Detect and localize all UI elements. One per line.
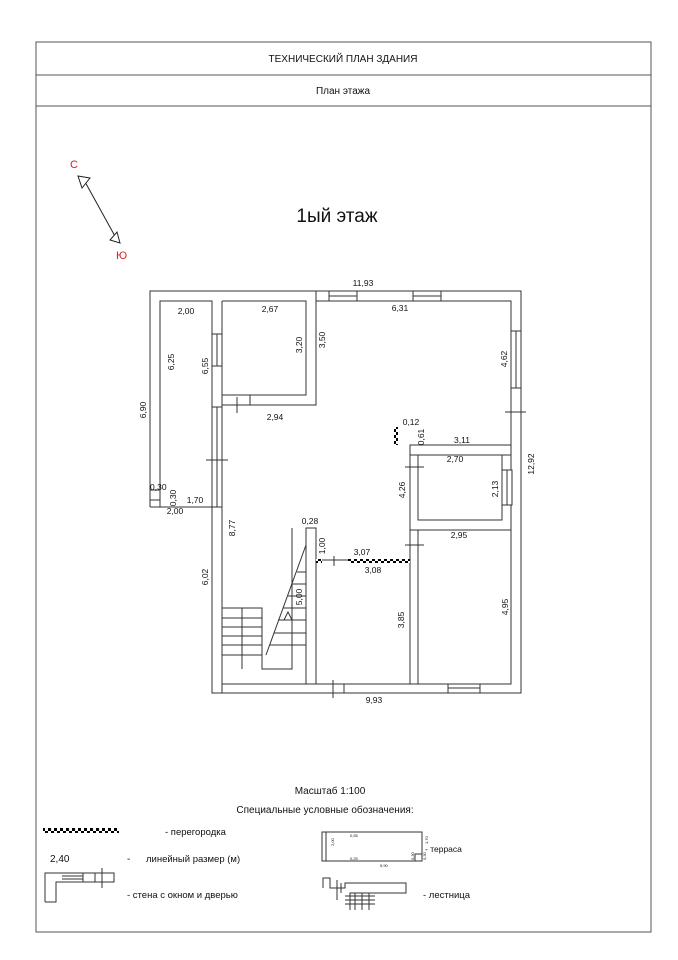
scale-label: Масштаб 1:100 — [295, 785, 366, 797]
stairs-sample-icon — [322, 877, 407, 910]
terrace-sample-corner1: 0,30 — [410, 851, 415, 860]
dim-hall-long: 8,77 — [227, 519, 237, 536]
compass-north-label: С — [70, 159, 78, 171]
dim-terrace-outer: 6,90 — [138, 401, 148, 418]
legend-title: Специальные условные обозначения: — [236, 804, 413, 816]
dim-terrace-width: 2,00 — [178, 306, 195, 316]
dim-room1-width: 2,67 — [262, 304, 279, 314]
header-subtitle: План этажа — [316, 86, 370, 97]
dim-stair-gap: 1,00 — [317, 537, 327, 554]
dim-total-top: 11,93 — [353, 278, 374, 288]
dim-stair-length: 5,00 — [294, 588, 304, 605]
partition-sample-icon — [43, 828, 119, 833]
legend-terrace-label: - терраса — [425, 844, 462, 854]
dim-big-room-width: 6,31 — [392, 303, 409, 313]
compass-icon: С Ю — [70, 159, 127, 262]
floor-plan: 11,93 2,00 6,25 6,90 2,67 3,20 6,55 2,94… — [138, 278, 536, 705]
dim-terrace-bottom: 1,70 — [187, 495, 204, 505]
dim-partition-height: 0,61 — [416, 428, 426, 445]
dim-big-room-bottom: 3,11 — [454, 435, 470, 445]
dim-room1-height: 3,20 — [294, 336, 304, 353]
terrace-sample-right: 1,70 — [424, 835, 429, 844]
legend: Масштаб 1:100 Специальные условные обозн… — [43, 785, 471, 910]
legend-wall-label: - стена с окном и дверью — [127, 890, 238, 901]
dim-total-bottom: 9,93 — [366, 695, 383, 705]
dim-room1-bottom: 2,94 — [267, 412, 284, 422]
dim-room1-wall: 6,55 — [200, 357, 210, 374]
legend-stairs-label: - лестница — [423, 890, 471, 901]
partition-mark — [316, 559, 322, 563]
terrace-sample-bottom: 0,25 — [350, 856, 359, 861]
sheet-frame — [35, 41, 652, 933]
dim-terrace-bottom-total: 2,00 — [167, 506, 184, 516]
floor-title: 1ый этаж — [296, 206, 377, 227]
dim-middle-height: 3,85 — [396, 611, 406, 628]
dim-right-room-height: 4,95 — [500, 598, 510, 615]
dim-corridor-height: 4,26 — [397, 481, 407, 498]
terrace-sample-icon: 0,55 2,00 0,25 5,90 1,70 0,30 0,30 — [321, 831, 429, 868]
terrace-sample-top: 0,55 — [350, 833, 359, 838]
dim-big-room-height: 4,62 — [499, 350, 509, 367]
dim-terrace-corner-b: 0,30 — [168, 489, 178, 506]
partition-mark — [348, 559, 410, 563]
terrace-sample-total: 5,90 — [380, 863, 389, 868]
dim-partition-width: 0,12 — [403, 417, 420, 427]
dim-terrace-height: 6,25 — [166, 353, 176, 370]
terrace-sample-corner2: 0,30 — [422, 851, 427, 860]
legend-dimension-label: линейный размер (м) — [146, 854, 240, 865]
dim-middle-top: 3,07 — [354, 547, 371, 557]
dim-left-lower: 6,02 — [200, 568, 210, 585]
terrace-sample-left: 2,00 — [330, 837, 335, 846]
legend-partition-label: - перегородка — [165, 827, 227, 838]
dim-stair-wall: 0,28 — [302, 516, 319, 526]
wall-sample-icon — [44, 868, 115, 903]
dim-hall-height: 3,50 — [317, 331, 327, 348]
dim-right-room-width: 2,95 — [451, 530, 468, 540]
partition-mark — [394, 427, 398, 445]
compass-south-label: Ю — [116, 250, 127, 262]
dim-small-room-height: 2,13 — [490, 480, 500, 497]
dim-middle-bottom: 3,08 — [365, 565, 382, 575]
dim-small-room-width: 2,70 — [447, 454, 464, 464]
legend-dimension-sample: 2,40 — [50, 854, 70, 865]
header-title: ТЕХНИЧЕСКИЙ ПЛАН ЗДАНИЯ — [269, 52, 418, 65]
dim-total-right: 12,92 — [526, 453, 536, 475]
dim-terrace-corner-a: 0,30 — [150, 482, 167, 492]
legend-dimension-dash: - — [127, 854, 130, 865]
stairs — [222, 528, 307, 670]
